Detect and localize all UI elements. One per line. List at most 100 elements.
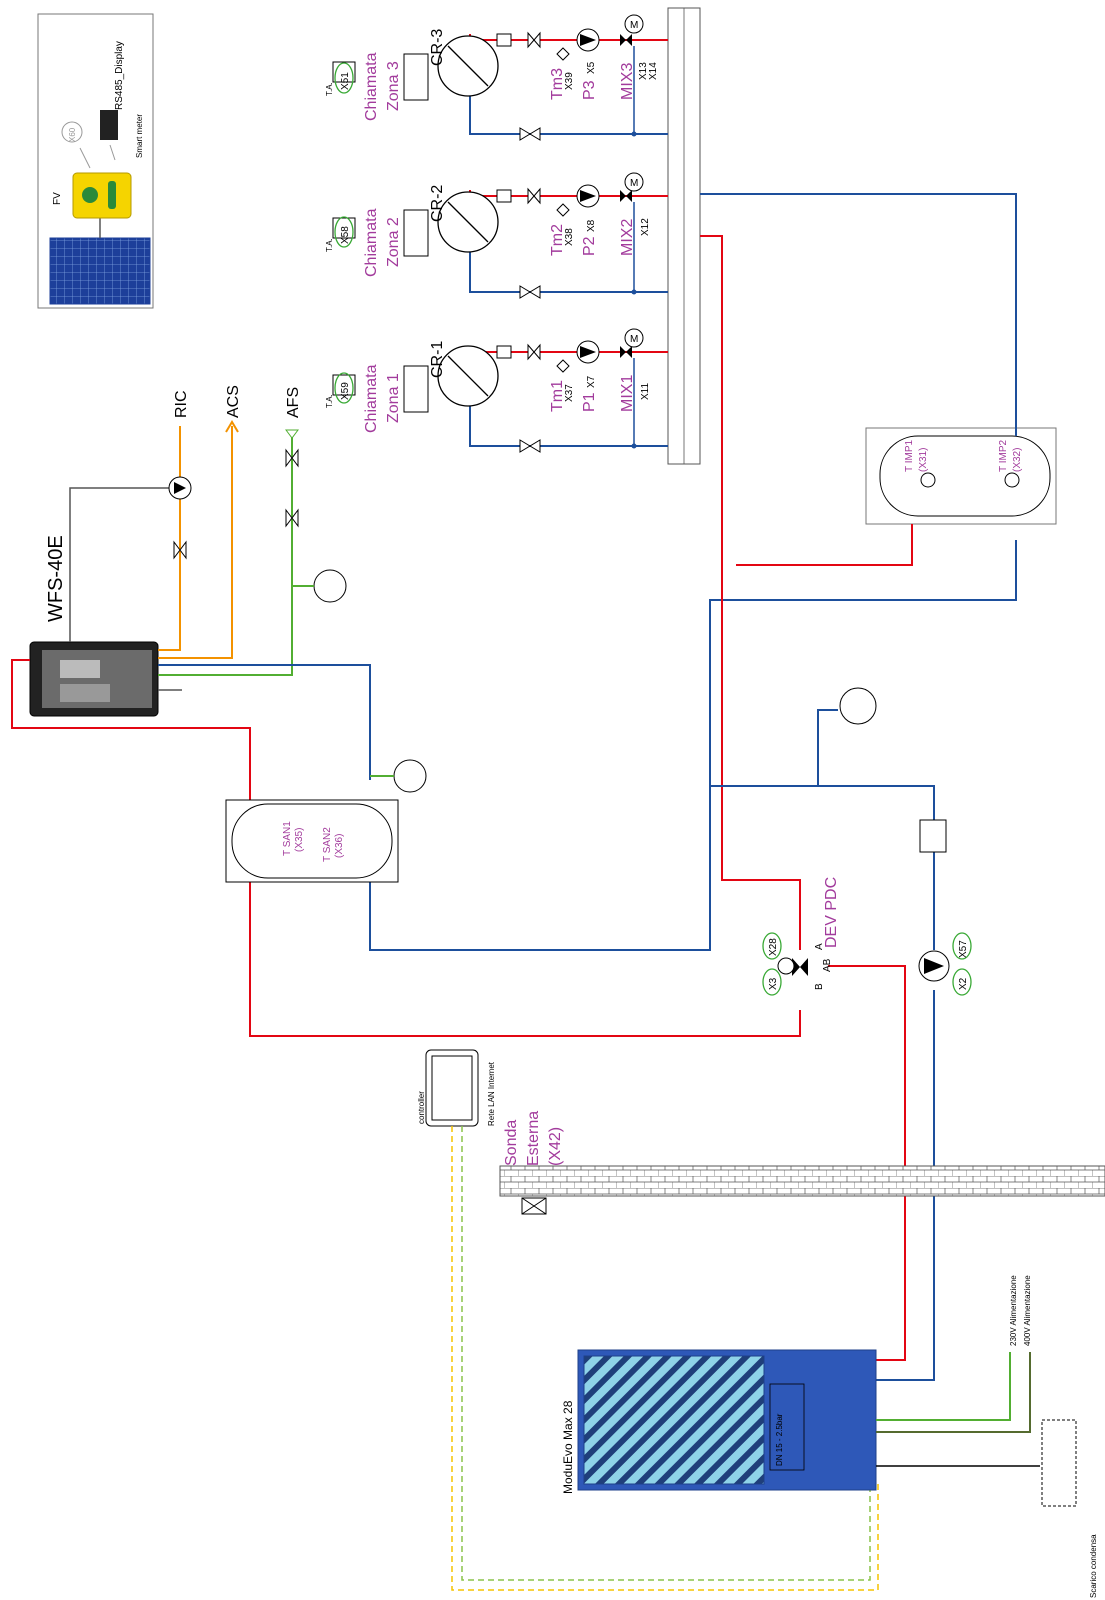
- x35-label: (X35): [294, 828, 305, 852]
- x5-label: X5: [586, 61, 597, 74]
- tm2-label: Tm2: [549, 224, 566, 256]
- sonda-label: Sonda: [503, 1120, 520, 1166]
- x11-label: X11: [640, 383, 651, 400]
- mix3-label: MIX3: [619, 63, 636, 100]
- zone-3-circuit: M: [437, 14, 668, 141]
- p3-label: P3: [581, 80, 598, 100]
- pv-group: FV X60 RS485_Display Smart meter: [37, 13, 154, 309]
- motor-label: M: [630, 178, 638, 189]
- x7-label: X7: [586, 375, 597, 388]
- ric-label: RIC: [173, 390, 190, 418]
- deviation-valve: A B AB DEV PDC X28 X3 X57 X2: [762, 877, 972, 996]
- rete-label: Rete LAN Internet: [487, 1061, 496, 1126]
- chiamata-1-label: Chiamata: [363, 364, 380, 433]
- controller: controller Rete LAN Internet: [417, 1049, 879, 1591]
- x39-label: X39: [564, 72, 575, 90]
- motor-label: M: [630, 20, 638, 31]
- pv-label: FV: [52, 192, 63, 205]
- rs485-label: RS485_Display: [114, 41, 125, 110]
- power-230-label: 230V Alimentazione: [1009, 1275, 1018, 1346]
- p2-label: P2: [581, 236, 598, 256]
- x59-label: X59: [340, 382, 351, 400]
- tsan1-label: T SAN1: [282, 821, 293, 856]
- controller-label: controller: [417, 1091, 426, 1124]
- wfs-label: WFS-40E: [45, 535, 67, 622]
- expansion-vessel-2-icon: [393, 759, 427, 793]
- cr-1-label: CR-1: [429, 341, 446, 378]
- dhw-lines: RIC ACS AFS: [168, 385, 347, 603]
- tsan2-label: T SAN2: [322, 827, 333, 862]
- zone-1-return-valve-icon: [519, 439, 541, 453]
- x2-label: X2: [958, 977, 969, 990]
- afs-label: AFS: [285, 387, 302, 418]
- x14-label: X14: [648, 62, 659, 80]
- dn-label: DN 15 - 2.5bar: [775, 1413, 784, 1466]
- dev-pdc-label: DEV PDC: [823, 877, 840, 948]
- x42-label: (X42): [547, 1127, 564, 1166]
- zona-3-label: Zona 3: [385, 61, 402, 111]
- zone-1-valve-icon: [527, 343, 541, 361]
- zona-2-label: Zona 2: [385, 217, 402, 267]
- x37-label: X37: [564, 384, 575, 402]
- x8-label: X8: [586, 219, 597, 232]
- condensate-drain-icon: [1041, 1419, 1077, 1507]
- zone-1-circuit: M: [437, 328, 668, 453]
- thermostat-2-icon: [332, 217, 356, 239]
- x59-ring: [334, 372, 354, 404]
- tm1-label: Tm1: [549, 380, 566, 412]
- dhw-tank: T SAN1 (X35) T SAN2 (X36): [225, 759, 427, 883]
- timp1-label: T IMP1: [904, 440, 915, 472]
- dev-pdc-valve-icon: [792, 958, 808, 976]
- port-b-label: B: [814, 983, 825, 990]
- zone-1-filter-icon: [496, 345, 512, 359]
- pv-frame: [37, 13, 154, 309]
- zone-1-mixing-valve-icon: [620, 346, 632, 358]
- x60-terminal: [61, 121, 83, 143]
- zone-1-switch-icon: [403, 365, 429, 413]
- inverter-icon: [72, 172, 132, 219]
- main-pipes: [700, 193, 1017, 1381]
- mix1-label: MIX1: [619, 375, 636, 412]
- thermostat-1-icon: [332, 374, 356, 396]
- x3-label: X3: [768, 977, 779, 990]
- smart-meter-icon: [100, 110, 118, 140]
- x58-label: X58: [340, 226, 351, 244]
- ta-1-label: T.A.: [325, 394, 334, 408]
- solar-panel-icon: [49, 237, 151, 305]
- x38-label: X38: [564, 228, 575, 246]
- mix2-label: MIX2: [619, 219, 636, 256]
- dirt-separator-icon: [919, 819, 947, 853]
- smart-meter-label: Smart meter: [135, 114, 144, 158]
- x31-label: (X31): [918, 448, 929, 472]
- port-a-label: A: [814, 943, 825, 950]
- cr-2-label: CR-2: [429, 185, 446, 222]
- wall-icon: [499, 1165, 1105, 1197]
- chiamata-2-label: Chiamata: [363, 208, 380, 277]
- x28-label: X28: [768, 938, 779, 956]
- scarico-label: Scarico condensa: [1089, 1534, 1098, 1598]
- zona-1-label: Zona 1: [385, 373, 402, 423]
- power-400-label: 400V Alimentazione: [1023, 1275, 1032, 1346]
- x12-label: X12: [640, 218, 651, 236]
- motor-label: M: [630, 334, 638, 345]
- zone-3-mixing-valve-icon: [620, 34, 632, 46]
- chiamata-3-label: Chiamata: [363, 52, 380, 121]
- heat-pump: ModuEvo Max 28 DN 15 - 2.5bar 230V Alime…: [561, 1275, 1098, 1598]
- acs-label: ACS: [225, 385, 242, 418]
- buffer-tank: T IMP1 (X31) T IMP2 (X32): [865, 427, 1057, 525]
- x57-label: X57: [958, 940, 969, 958]
- esterna-label: Esterna: [525, 1111, 542, 1166]
- zone-2-circuit: M: [437, 172, 668, 299]
- x36-label: (X36): [334, 834, 345, 858]
- p1-label: P1: [581, 392, 598, 412]
- port-ab-label: AB: [822, 958, 833, 972]
- tm3-label: Tm3: [549, 68, 566, 100]
- zone-thermostats: T.A. T.A. T.A. X59 X58 X51 Chiamata Zona…: [325, 29, 446, 433]
- x51-label: X51: [340, 72, 351, 90]
- ta-2-label: T.A.: [325, 238, 334, 252]
- moduevo-label: ModuEvo Max 28: [561, 1400, 575, 1494]
- zone-component-labels: Tm1 X37 P1 X7 MIX1 X11 Tm2 X38 P2 X8 MIX…: [549, 61, 659, 412]
- external-wall: Sonda Esterna (X42): [499, 1111, 1105, 1215]
- zone-2-mixing-valve-icon: [620, 190, 632, 202]
